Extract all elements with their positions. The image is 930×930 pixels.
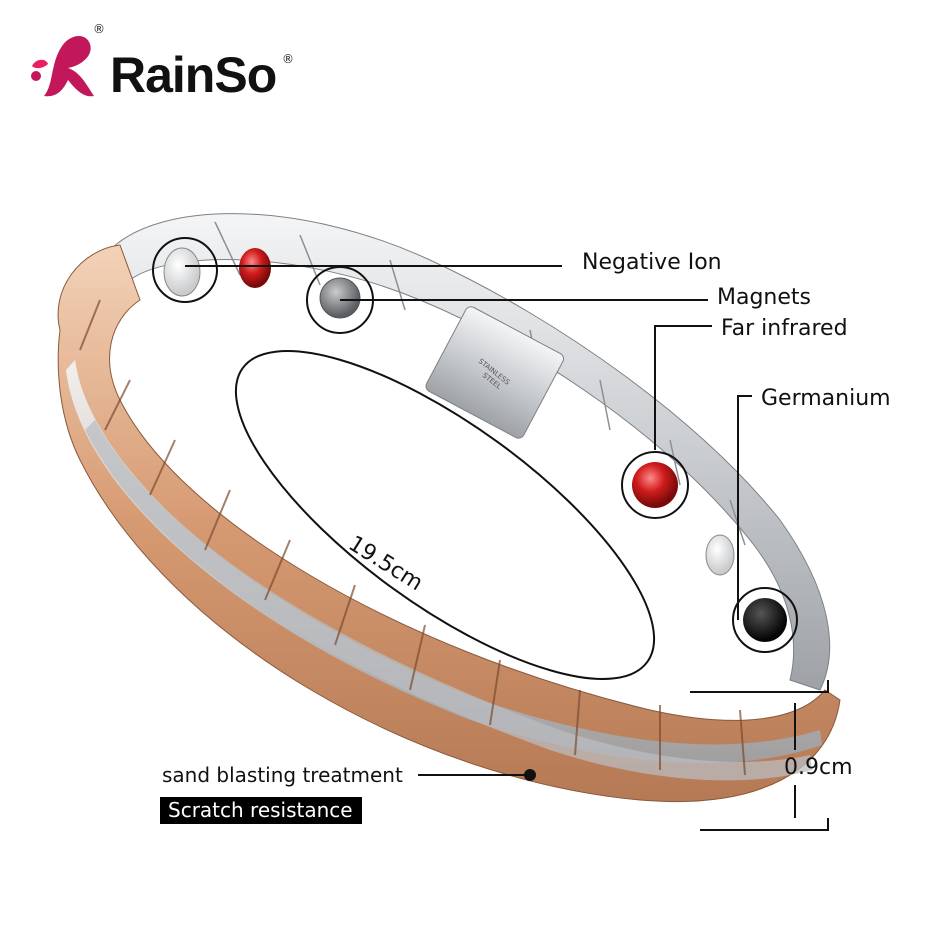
brand-registered-mark: ®	[282, 52, 294, 66]
magnets-label: Magnets	[717, 285, 811, 310]
far-infrared-label: Far infrared	[721, 316, 848, 341]
sand-blasting-label: sand blasting treatment	[162, 763, 403, 787]
clasp: STAINLESS STEEL	[425, 306, 565, 439]
germanium-label: Germanium	[761, 386, 891, 411]
scratch-resistance-badge: Scratch resistance	[160, 797, 362, 824]
rainso-logo-icon	[31, 35, 94, 97]
logo-registered-mark: ®	[93, 22, 105, 36]
brand-name: RainSo	[110, 47, 277, 103]
negative-ion-label: Negative Ion	[582, 250, 722, 275]
width-label: 0.9cm	[784, 755, 853, 780]
